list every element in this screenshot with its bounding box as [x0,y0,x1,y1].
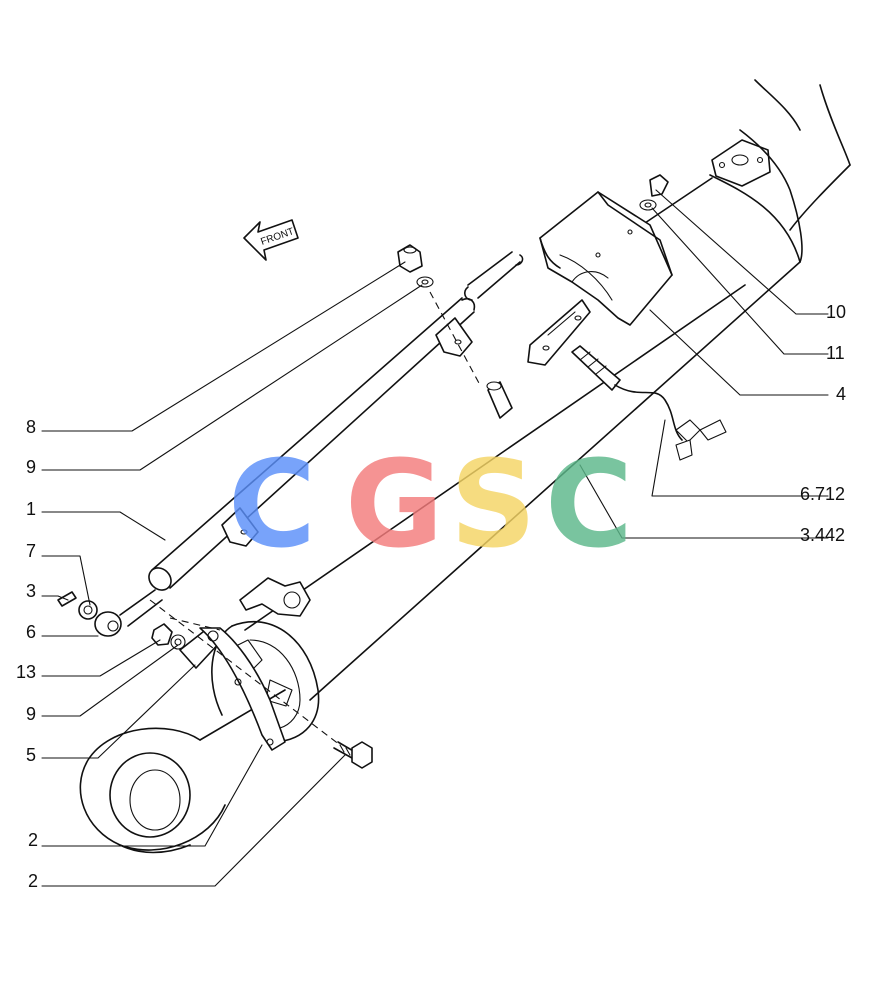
callout-6: 6 [26,622,36,642]
front-arrow: FRONT [243,219,299,261]
watermark-letter-g: G [345,436,444,575]
callout-2: 2 [28,830,38,850]
assembly-lines [149,291,481,746]
leader-lines [41,189,829,887]
cover-hood [539,191,673,326]
callout-5: 5 [26,745,36,765]
rod [119,251,524,627]
rod-bolt [397,244,434,288]
callout-9: 9 [26,457,36,477]
boom-cylinder [79,79,851,854]
top-bolt [639,174,669,211]
callout-6712: 6.712 [800,484,845,504]
callout-10: 10 [826,302,846,322]
lower-bracket [151,577,311,751]
callout-8: 8 [26,417,36,437]
watermark-logo: C G S C [228,436,633,575]
callout-7: 7 [26,541,36,561]
callout-3: 3 [26,581,36,601]
callout-labels: 8 9 1 7 3 6 13 9 5 2 2 10 11 4 6.712 3.4… [16,302,846,891]
callout-13: 13 [16,662,36,682]
bottom-bolt [333,741,373,769]
watermark-letter-c1: C [228,436,316,575]
watermark-letter-c2: C [545,436,633,575]
callout-3442: 3.442 [800,525,845,545]
callout-2-lower: 2 [28,871,38,891]
callout-1: 1 [26,499,36,519]
callout-11: 11 [826,343,845,363]
sensor-bracket [527,299,591,366]
callout-9-lower: 9 [26,704,36,724]
proximity-sensor [571,345,727,461]
clevis-parts [57,591,122,637]
callout-4: 4 [836,384,846,404]
watermark-letter-s: S [450,436,536,575]
